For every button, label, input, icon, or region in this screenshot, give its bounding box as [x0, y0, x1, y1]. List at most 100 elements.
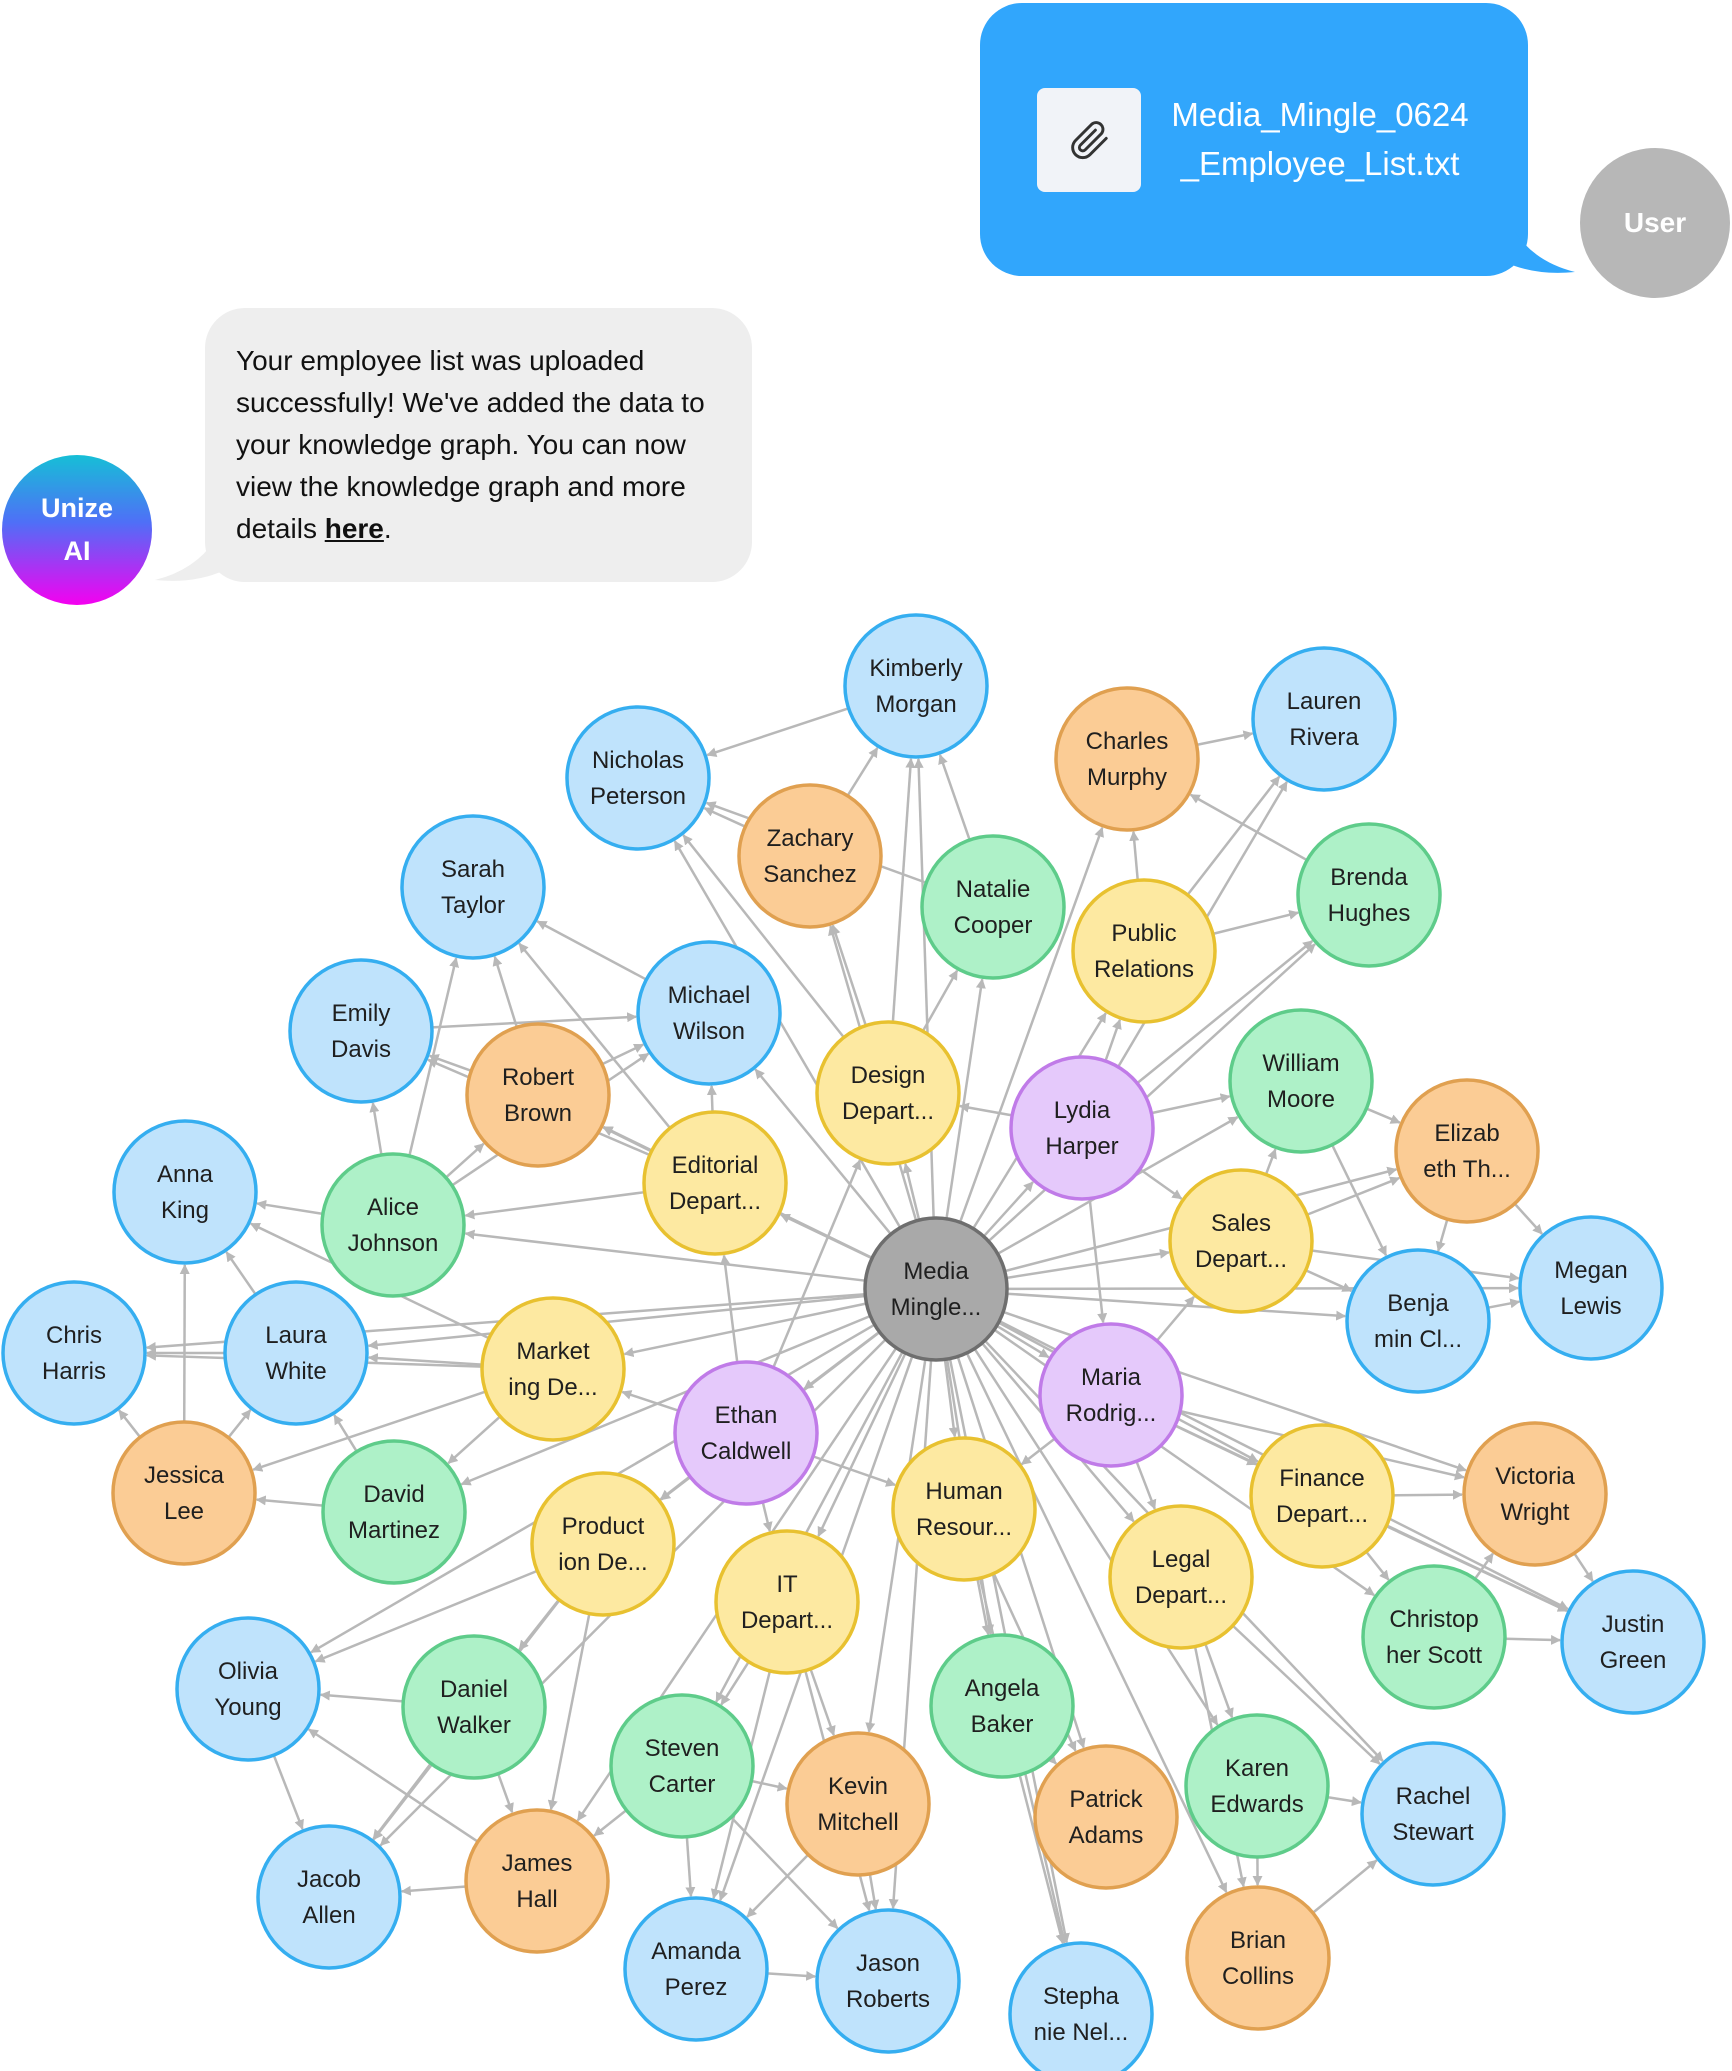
graph-nodes: MediaMingle...DesignDepart...EditorialDe… — [1, 613, 1706, 2071]
edge-david-laura — [333, 1414, 358, 1453]
node-circle — [321, 1439, 467, 1585]
node-label-line-2: Sanchez — [763, 861, 856, 888]
node-label-line-1: Amanda — [651, 1938, 741, 1965]
node-circle — [1296, 822, 1442, 968]
node-circle — [1518, 1215, 1664, 1361]
node-circle — [465, 1022, 611, 1168]
node-label-line-1: Lauren — [1287, 688, 1362, 715]
graph-node-company[interactable]: MediaMingle... — [863, 1216, 1009, 1362]
graph-node-maria[interactable]: MariaRodrig... — [1038, 1322, 1184, 1468]
node-label-line-2: Wright — [1501, 1499, 1570, 1526]
node-label-line-1: Legal — [1152, 1546, 1211, 1573]
node-label-line-1: Rachel — [1396, 1783, 1471, 1810]
node-label-line-2: King — [161, 1197, 209, 1224]
node-label-line-2: Morgan — [875, 691, 956, 718]
node-circle — [256, 1824, 402, 1970]
node-label-line-1: Justin — [1602, 1611, 1665, 1638]
node-label-line-2: Edwards — [1210, 1791, 1303, 1818]
node-circle — [320, 1152, 466, 1298]
node-label-line-2: Wilson — [673, 1018, 745, 1045]
node-label-line-2: Roberts — [846, 1986, 930, 2013]
file-name-line-2: _Employee_List.txt — [1180, 145, 1460, 182]
edge-editorial-alice — [464, 1190, 645, 1220]
ai-bubble-tail — [155, 540, 225, 581]
edge-jessica-anna — [179, 1263, 190, 1423]
edge-victoria-justin — [1573, 1552, 1594, 1582]
details-link[interactable]: here — [324, 513, 384, 544]
attachment-tile[interactable] — [1037, 88, 1141, 192]
node-label-line-2: Lee — [164, 1498, 204, 1525]
edge-sales-elizabeth — [1306, 1176, 1401, 1216]
knowledge-graph[interactable]: MediaMingle...DesignDepart...EditorialDe… — [0, 600, 1732, 2071]
node-label-line-1: Editorial — [672, 1152, 759, 1179]
edge-ethan-production — [659, 1475, 691, 1501]
node-circle — [1, 1280, 147, 1426]
edge-maria-legal — [1135, 1460, 1157, 1510]
node-label-line-1: Jessica — [144, 1462, 225, 1489]
graph-node-editorial[interactable]: EditorialDepart... — [642, 1110, 788, 1256]
edge-sales-william — [1264, 1148, 1277, 1175]
node-label-line-1: Market — [516, 1338, 590, 1365]
edge-robert-sarah — [492, 955, 519, 1028]
graph-node-design[interactable]: DesignDepart... — [815, 1020, 961, 1166]
graph-node-it[interactable]: ITDepart... — [714, 1529, 860, 1675]
attachment-file-name[interactable]: Media_Mingle_0624 _Employee_List.txt — [1160, 90, 1480, 188]
edge-zachary-nicholas — [703, 807, 746, 828]
node-circle — [1345, 1248, 1491, 1394]
node-label-line-2: Depart... — [669, 1188, 761, 1215]
graph-node-legal[interactable]: LegalDepart... — [1108, 1504, 1254, 1650]
node-circle — [1560, 1569, 1706, 1715]
node-label-line-2: Lewis — [1560, 1293, 1621, 1320]
node-circle — [815, 1020, 961, 1166]
edge-production-james — [547, 1613, 591, 1811]
graph-node-sales[interactable]: SalesDepart... — [1168, 1168, 1314, 1314]
graph-node-hr[interactable]: HumanResour... — [891, 1436, 1037, 1582]
node-label-line-1: James — [502, 1850, 573, 1877]
graph-node-finance[interactable]: FinanceDepart... — [1249, 1423, 1395, 1569]
node-label-line-1: Alice — [367, 1194, 419, 1221]
